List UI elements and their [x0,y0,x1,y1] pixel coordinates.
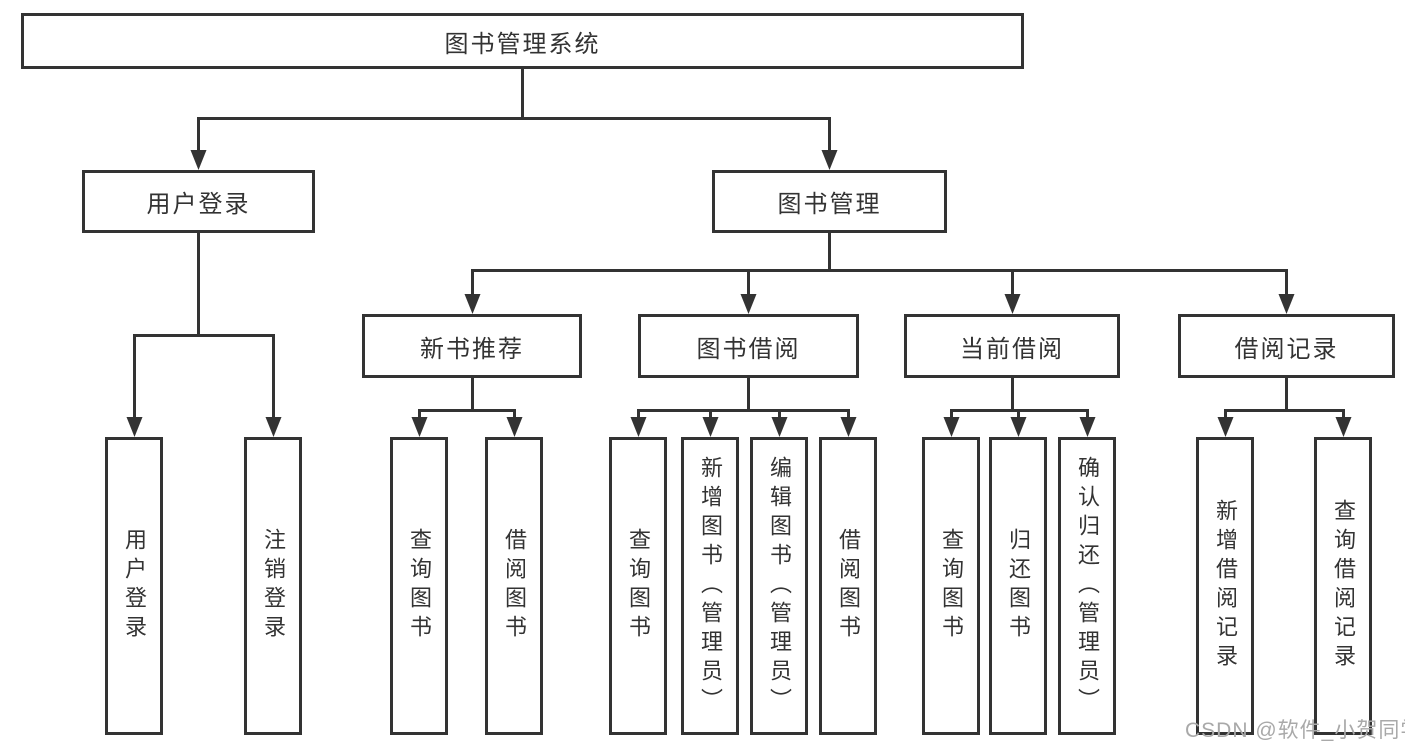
leaf-return-books: 归还图书 [989,437,1047,735]
leaf-logout: 注销登录 [244,437,302,735]
leaf-borrow-books: 借阅图书 [819,437,877,735]
leaf-query-books-recommend: 查询图书 [390,437,448,735]
leaf-user-login: 用户登录 [105,437,163,735]
leaf-query-books-current: 查询图书 [922,437,980,735]
watermark: CSDN @软件_小贺同学 [1185,719,1405,742]
node-library-management-system: 图书管理系统 [21,13,1024,69]
leaf-add-books-admin: 新增图书（管理员） [681,437,739,735]
leaf-borrow-books-recommend: 借阅图书 [485,437,543,735]
leaf-edit-books-admin: 编辑图书（管理员） [750,437,808,735]
leaf-query-books-borrowing: 查询图书 [609,437,667,735]
node-current-borrowing: 当前借阅 [904,314,1120,378]
node-borrowing-records: 借阅记录 [1178,314,1395,378]
node-new-book-recommend: 新书推荐 [362,314,582,378]
node-book-borrowing: 图书借阅 [638,314,859,378]
leaf-confirm-return-admin: 确认归还（管理员） [1058,437,1116,735]
node-user-login: 用户登录 [82,170,315,233]
leaf-query-borrow-record: 查询借阅记录 [1314,437,1372,735]
leaf-add-borrow-record: 新增借阅记录 [1196,437,1254,735]
node-book-management: 图书管理 [712,170,947,233]
